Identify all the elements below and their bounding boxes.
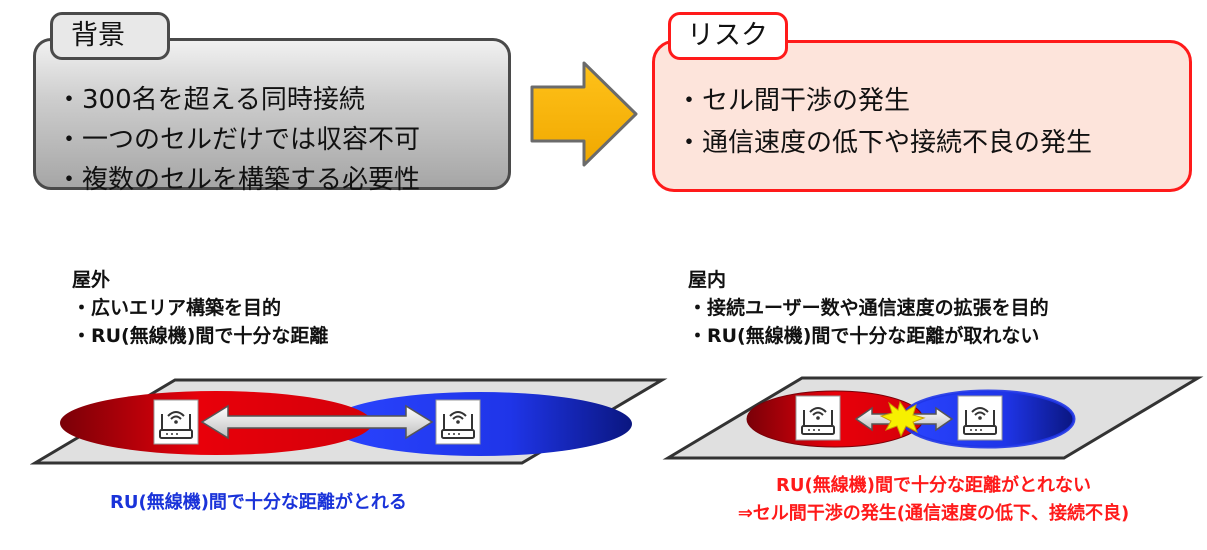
outdoor-diagram bbox=[30, 378, 668, 465]
risk-item: ・セル間干渉の発生 bbox=[676, 86, 911, 116]
background-title: 背景 bbox=[50, 12, 170, 60]
right-arrow-icon bbox=[530, 61, 638, 167]
indoor-item: ・RU(無線機)間で十分な距離が取れない bbox=[688, 325, 1040, 347]
background-item: ・300名を超える同時接続 bbox=[56, 85, 365, 115]
router-icon bbox=[153, 399, 199, 445]
outdoor-title: 屋外 bbox=[72, 269, 111, 291]
router-icon bbox=[957, 395, 1003, 441]
risk-item: ・通信速度の低下や接続不良の発生 bbox=[676, 128, 1093, 158]
indoor-caption: RU(無線機)間で十分な距離がとれない ⇒セル間干渉の発生(通信速度の低下、接続… bbox=[660, 472, 1207, 528]
background-list: ・300名を超える同時接続 ・一つのセルだけでは収容不可 ・複数のセルを構築する… bbox=[56, 80, 420, 200]
background-item: ・複数のセルを構築する必要性 bbox=[56, 165, 421, 195]
outdoor-item: ・RU(無線機)間で十分な距離 bbox=[72, 325, 329, 347]
indoor-caption-line: RU(無線機)間で十分な距離がとれない bbox=[776, 475, 1091, 496]
router-icon bbox=[435, 399, 481, 445]
indoor-item: ・接続ユーザー数や通信速度の拡張を目的 bbox=[688, 297, 1049, 319]
outdoor-section: 屋外 ・広いエリア構築を目的 ・RU(無線機)間で十分な距離 bbox=[72, 266, 328, 350]
double-arrow-icon bbox=[200, 404, 434, 440]
router-icon bbox=[795, 395, 841, 441]
risk-panel bbox=[652, 40, 1192, 192]
indoor-diagram bbox=[662, 376, 1204, 460]
outdoor-item: ・広いエリア構築を目的 bbox=[72, 297, 282, 319]
risk-title: リスク bbox=[668, 12, 788, 60]
risk-list: ・セル間干渉の発生 ・通信速度の低下や接続不良の発生 bbox=[676, 80, 1092, 164]
background-panel bbox=[33, 38, 511, 190]
outdoor-caption: RU(無線機)間で十分な距離がとれる bbox=[110, 492, 407, 513]
indoor-title: 屋内 bbox=[688, 269, 727, 291]
collision-icon bbox=[879, 400, 926, 438]
indoor-section: 屋内 ・接続ユーザー数や通信速度の拡張を目的 ・RU(無線機)間で十分な距離が取… bbox=[688, 266, 1049, 350]
background-item: ・一つのセルだけでは収容不可 bbox=[56, 125, 421, 155]
indoor-caption-line: ⇒セル間干渉の発生(通信速度の低下、接続不良) bbox=[737, 503, 1130, 524]
